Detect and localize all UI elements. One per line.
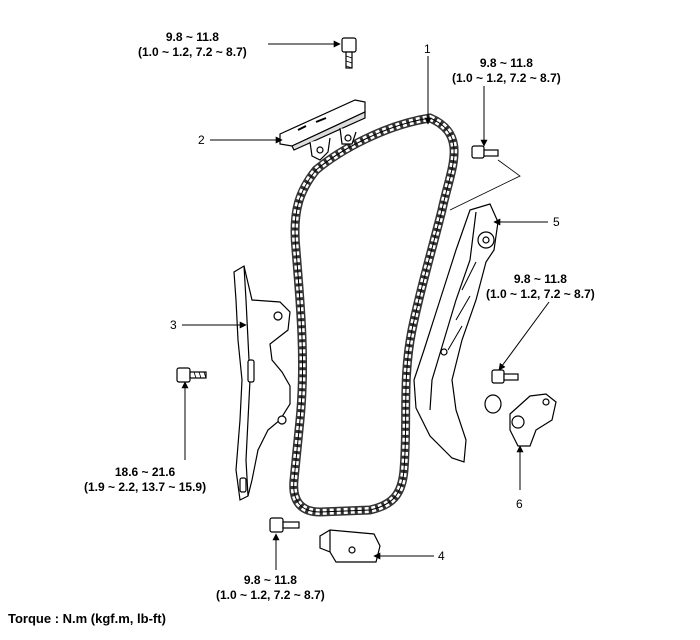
- torque-units-note: Torque : N.m (kgf.m, lb-ft): [8, 611, 166, 626]
- torque-value: 9.8 ~ 11.8: [165, 30, 219, 44]
- left-chain-guide: [233, 265, 291, 501]
- torque-spec-lower-guide-bolt: 9.8 ~ 11.8 (1.0 ~ 1.2, 7.2 ~ 8.7): [216, 573, 325, 603]
- callout-6: 6: [516, 497, 523, 511]
- torque-detail: (1.9 ~ 2.2, 13.7 ~ 15.9): [84, 480, 207, 494]
- torque-spec-upper-guide-bolt: 9.8 ~ 11.8 (1.0 ~ 1.2, 7.2 ~ 8.7): [138, 30, 247, 60]
- callout-4: 4: [438, 549, 445, 563]
- lower-chain-guide: [319, 529, 381, 563]
- torque-detail: (1.0 ~ 1.2, 7.2 ~ 8.7): [486, 287, 595, 301]
- bolt-alignment-line: [449, 159, 521, 211]
- torque-detail: (1.0 ~ 1.2, 7.2 ~ 8.7): [138, 45, 247, 59]
- torque-detail: (1.0 ~ 1.2, 7.2 ~ 8.7): [452, 71, 561, 85]
- bolt-left-guide: [176, 367, 207, 383]
- torque-detail: (1.0 ~ 1.2, 7.2 ~ 8.7): [216, 588, 325, 602]
- torque-value: 18.6 ~ 21.6: [114, 465, 176, 479]
- leader-lines: [181, 40, 550, 570]
- torque-spec-tensioner-bolt: 9.8 ~ 11.8 (1.0 ~ 1.2, 7.2 ~ 8.7): [486, 272, 595, 302]
- callout-3: 3: [170, 318, 177, 332]
- callout-2: 2: [198, 133, 205, 147]
- callout-5: 5: [553, 215, 560, 229]
- tensioner-arm: [413, 203, 499, 463]
- upper-chain-guide: [279, 99, 366, 161]
- callout-1: 1: [424, 42, 431, 56]
- chain-tensioner: [484, 393, 557, 447]
- bolt-upper-guide: [341, 37, 357, 69]
- torque-value: 9.8 ~ 11.8: [513, 272, 567, 286]
- timing-chain: [289, 113, 459, 517]
- bolt-tensioner: [491, 369, 519, 384]
- bolt-lower-guide: [269, 517, 300, 533]
- torque-value: 9.8 ~ 11.8: [243, 573, 297, 587]
- torque-spec-tensioner-arm-bolt: 9.8 ~ 11.8 (1.0 ~ 1.2, 7.2 ~ 8.7): [452, 56, 561, 86]
- torque-spec-left-guide-bolt: 18.6 ~ 21.6 (1.9 ~ 2.2, 13.7 ~ 15.9): [84, 465, 206, 495]
- bolt-tensioner-arm: [471, 145, 499, 159]
- torque-value: 9.8 ~ 11.8: [479, 56, 533, 70]
